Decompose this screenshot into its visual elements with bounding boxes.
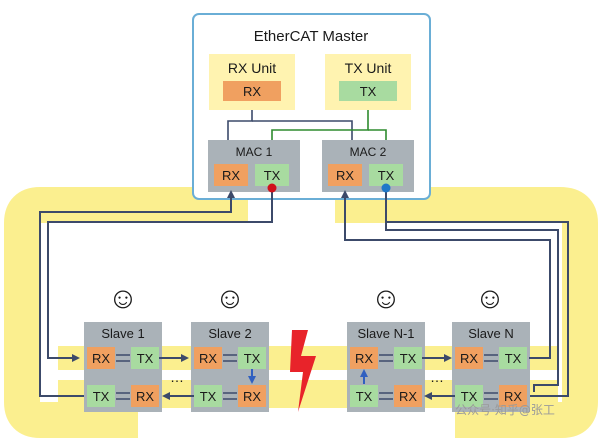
mac1-rx-label: RX <box>222 168 240 183</box>
slave-n-1: Slave N-1 RX TX TX RX <box>347 322 425 412</box>
mac2-label: MAC 2 <box>350 145 387 159</box>
rx-unit-port <box>223 81 281 101</box>
smiley-icon: ☺ <box>108 282 139 315</box>
slave-rx-label: RX <box>136 389 154 404</box>
slave-rx-label: RX <box>92 351 110 366</box>
slave-tx-label: TX <box>137 351 154 366</box>
link-fault-lightning-icon <box>290 330 316 412</box>
smileys: ☺ ☺ ☺ ☺ <box>108 282 506 315</box>
mac2-tx <box>369 164 403 186</box>
slave-tx-label: TX <box>200 389 217 404</box>
mac2-tx-label: TX <box>378 168 395 183</box>
tx-unit-port-label: TX <box>360 84 377 99</box>
slave-tx-label: TX <box>400 351 417 366</box>
slave-rx-label: RX <box>355 351 373 366</box>
slave-links <box>159 354 548 400</box>
smiley-icon: ☺ <box>215 282 246 315</box>
smiley-icon: ☺ <box>371 282 402 315</box>
slave-name: Slave N-1 <box>357 326 414 341</box>
slave-name: Slave N <box>468 326 514 341</box>
slave-tx-label: TX <box>356 389 373 404</box>
slave-tx-label: TX <box>505 351 522 366</box>
mac1-label: MAC 1 <box>236 145 273 159</box>
slave-tx-label: TX <box>93 389 110 404</box>
slave-name: Slave 2 <box>208 326 251 341</box>
rx-unit-port-label: RX <box>243 84 261 99</box>
watermark: 公众号·知乎@张工 <box>455 403 555 417</box>
mac2-rx-label: RX <box>336 168 354 183</box>
slave-rx-label: RX <box>504 389 522 404</box>
tx-unit-title: TX Unit <box>345 60 392 76</box>
mac1-tx-dot <box>267 183 277 193</box>
slave-2: Slave 2 RX TX TX RX <box>191 322 269 412</box>
master-title: EtherCAT Master <box>254 28 368 45</box>
tx-unit-port <box>339 81 397 101</box>
mac2-tx-dot <box>381 183 391 193</box>
slave-rx-label: RX <box>399 389 417 404</box>
mac1-tx-label: TX <box>264 168 281 183</box>
slave-rx-label: RX <box>243 389 261 404</box>
ellipsis: … <box>430 369 444 385</box>
rx-unit-title: RX Unit <box>228 60 276 76</box>
slave-rx-label: RX <box>199 351 217 366</box>
mac1-tx <box>255 164 289 186</box>
mac1-rx <box>214 164 248 186</box>
mac2-rx <box>328 164 362 186</box>
slave-1: Slave 1 RX TX TX RX <box>84 322 162 412</box>
slave-tx-label: TX <box>461 389 478 404</box>
slave-n: Slave N RX TX TX RX <box>452 322 530 412</box>
slave-name: Slave 1 <box>101 326 144 341</box>
smiley-icon: ☺ <box>475 282 506 315</box>
slave-rx-label: RX <box>460 351 478 366</box>
slave-tx-label: TX <box>244 351 261 366</box>
ellipsis: … <box>170 369 184 385</box>
